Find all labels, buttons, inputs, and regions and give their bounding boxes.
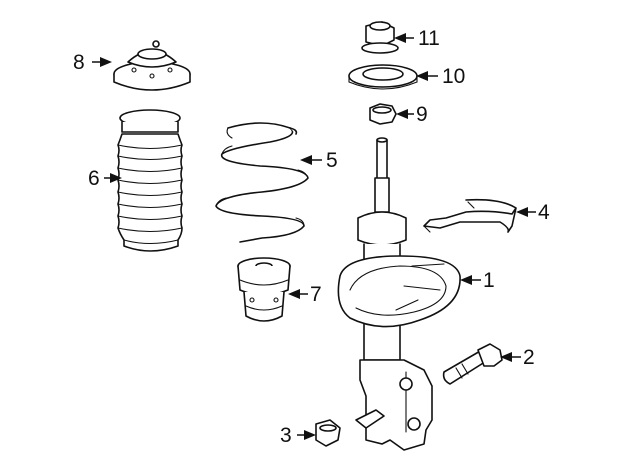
- callout-8-arrow: [100, 57, 112, 67]
- callout-9-label: 9: [416, 103, 428, 126]
- part-8-strut-mount: [113, 40, 191, 91]
- callout-5-arrow: [300, 155, 312, 165]
- part-2-bolt: [442, 343, 503, 385]
- part-9-nut: [369, 103, 397, 125]
- part-11-nut: [361, 21, 399, 54]
- callout-10-label: 10: [442, 65, 465, 88]
- part-6-dust-boot: [117, 109, 183, 252]
- callout-2-label: 2: [523, 346, 535, 369]
- callout-4-label: 4: [538, 201, 550, 224]
- callout-11-arrow: [394, 33, 406, 43]
- callout-8-label: 8: [73, 51, 85, 74]
- callout-6-arrow: [110, 173, 122, 183]
- callout-1: 1: [460, 269, 495, 292]
- callout-4-arrow: [516, 207, 528, 217]
- callout-1-label: 1: [483, 269, 495, 292]
- callout-9-arrow: [396, 109, 408, 119]
- part-7-bump-stop: [237, 257, 291, 322]
- callout-3: 3: [280, 424, 316, 447]
- part-3-nut: [315, 419, 341, 447]
- callout-7-arrow: [288, 289, 300, 299]
- callout-7-label: 7: [310, 283, 322, 306]
- callout-8: 8: [73, 51, 112, 74]
- callout-11: 11: [394, 27, 440, 50]
- callout-6: 6: [88, 167, 122, 190]
- part-1-strut-assembly: [337, 137, 461, 451]
- callout-10-arrow: [416, 71, 428, 81]
- callout-5: 5: [300, 149, 338, 172]
- callout-7: 7: [288, 283, 322, 306]
- callout-3-arrow: [304, 430, 316, 440]
- callout-5-label: 5: [326, 149, 338, 172]
- callout-6-label: 6: [88, 167, 100, 190]
- callout-11-label: 11: [418, 27, 440, 50]
- part-4-spring-insulator: [423, 198, 517, 233]
- callout-10: 10: [416, 65, 465, 88]
- callout-2-arrow: [500, 352, 512, 362]
- part-10-spring-bearing: [348, 64, 418, 90]
- callout-4: 4: [516, 201, 550, 224]
- callout-2: 2: [500, 346, 535, 369]
- part-5-coil-spring: [215, 122, 309, 243]
- callout-9: 9: [396, 103, 428, 126]
- callout-3-label: 3: [280, 424, 292, 447]
- callout-1-arrow: [460, 275, 472, 285]
